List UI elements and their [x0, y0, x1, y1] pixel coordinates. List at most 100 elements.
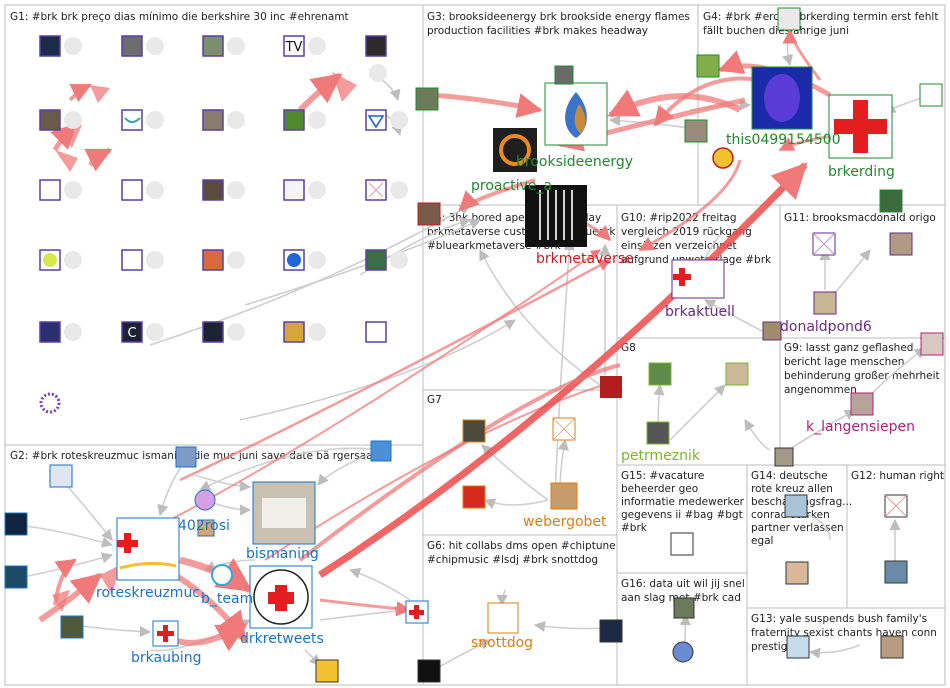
avatar[interactable] [879, 189, 903, 213]
label-k-langensiepen[interactable]: k_langensiepen [806, 419, 915, 435]
label-bismaning[interactable]: bismaning [246, 546, 319, 562]
avatar[interactable] [365, 321, 387, 343]
avatar[interactable] [202, 179, 224, 201]
avatar[interactable] [283, 35, 305, 57]
avatar[interactable] [696, 54, 720, 78]
label-proactive[interactable]: proactive_a [471, 178, 552, 194]
avatar[interactable] [880, 635, 904, 659]
avatar[interactable] [370, 440, 392, 462]
label-brkmetaverse[interactable]: brkmetaverse [536, 251, 634, 267]
avatar[interactable] [762, 321, 782, 341]
avatar[interactable] [121, 249, 143, 271]
avatar[interactable] [4, 512, 28, 536]
avatar[interactable] [121, 109, 143, 131]
avatar[interactable] [462, 419, 486, 443]
avatar[interactable] [415, 87, 439, 111]
avatar[interactable] [39, 392, 61, 414]
avatar[interactable] [365, 35, 387, 57]
avatar[interactable] [39, 179, 61, 201]
diamond-icon [367, 115, 385, 129]
petrmeznik-avatar[interactable] [646, 421, 670, 445]
avatar[interactable] [919, 83, 943, 107]
avatar[interactable] [202, 321, 224, 343]
label-webergobet[interactable]: webergobet [523, 514, 607, 530]
k-langensiepen-avatar[interactable] [850, 392, 874, 416]
badge-avatar[interactable] [712, 147, 734, 169]
edge [239, 319, 516, 421]
avatar[interactable] [600, 376, 622, 398]
avatar[interactable] [121, 179, 143, 201]
arrowhead [332, 72, 357, 102]
avatar[interactable] [920, 332, 944, 356]
avatar[interactable] [283, 179, 305, 201]
edge [68, 83, 92, 102]
edge [744, 419, 771, 451]
avatar[interactable] [202, 109, 224, 131]
label-donaldpond6[interactable]: donaldpond6 [780, 319, 872, 335]
avatar[interactable] [785, 561, 809, 585]
avatar[interactable] [784, 494, 808, 518]
label-brkerding[interactable]: brkerding [828, 164, 895, 180]
avatar[interactable] [786, 635, 810, 659]
avatar[interactable] [49, 464, 73, 488]
402rosi-avatar[interactable] [194, 489, 216, 511]
group-box-g8 [616, 337, 781, 466]
label-this0499154500[interactable]: this0499154500 [726, 132, 841, 148]
avatar-shadow [227, 251, 245, 269]
edge [479, 248, 601, 386]
label-brkaubing[interactable]: brkaubing [131, 650, 202, 666]
label-drkretweets[interactable]: drkretweets [240, 631, 324, 647]
avatar[interactable] [684, 119, 708, 143]
avatar[interactable] [202, 35, 224, 57]
red-cross-icon-bar [834, 119, 887, 134]
avatar[interactable] [554, 65, 574, 85]
avatar[interactable] [884, 560, 908, 584]
avatar[interactable] [175, 446, 197, 468]
avatar[interactable] [121, 321, 143, 343]
avatar[interactable] [202, 249, 224, 271]
avatar[interactable] [121, 35, 143, 57]
avatar[interactable] [283, 109, 305, 131]
avatar[interactable] [197, 519, 215, 537]
avatar[interactable] [777, 7, 801, 31]
snottdog-avatar[interactable] [487, 602, 519, 634]
sp-logo-avatar[interactable] [462, 485, 486, 509]
label-402rosi[interactable]: 402rosi [178, 518, 230, 534]
w-logo-avatar[interactable] [315, 659, 339, 683]
avatar[interactable] [672, 641, 694, 663]
label-petrmeznik[interactable]: petrmeznik [621, 448, 701, 464]
avatar[interactable] [39, 109, 61, 131]
label-brkaktuell[interactable]: brkaktuell [665, 304, 735, 320]
avatar[interactable] [365, 109, 387, 131]
avatar[interactable] [4, 565, 28, 589]
avatar[interactable] [673, 597, 695, 619]
avatar[interactable] [889, 232, 913, 256]
avatar[interactable] [648, 362, 672, 386]
donaldpond6-avatar[interactable] [813, 291, 837, 315]
webergobet-avatar[interactable] [550, 482, 578, 510]
avatar[interactable] [725, 362, 749, 386]
avatar[interactable] [417, 202, 441, 226]
avatar[interactable] [39, 321, 61, 343]
avatar[interactable] [283, 321, 305, 343]
label-brooksideenergy[interactable]: brooksideenergy [516, 154, 633, 170]
avatar[interactable] [39, 35, 61, 57]
avatar-shadow [308, 251, 326, 269]
group-title-g4: G4: #brk #erding brkerding termin erst f… [703, 11, 938, 37]
label-snottdog[interactable]: snottdog [471, 635, 533, 651]
label-roteskreuzmuc[interactable]: roteskreuzmuc [96, 585, 200, 601]
avatar[interactable] [365, 249, 387, 271]
label-b-team[interactable]: b_team [201, 591, 253, 607]
arrowhead [55, 150, 78, 172]
peace-icon[interactable] [211, 564, 233, 586]
tradingview-icon: TV [285, 40, 303, 55]
avatar[interactable] [774, 447, 794, 467]
group-box-g12 [846, 464, 946, 609]
avatar[interactable] [599, 619, 623, 643]
avatar[interactable] [417, 659, 441, 683]
group-title-g11: G11: brooksmacdonald origo [784, 212, 936, 224]
edge [297, 72, 343, 113]
avatar[interactable] [670, 532, 694, 556]
avatar[interactable] [60, 615, 84, 639]
